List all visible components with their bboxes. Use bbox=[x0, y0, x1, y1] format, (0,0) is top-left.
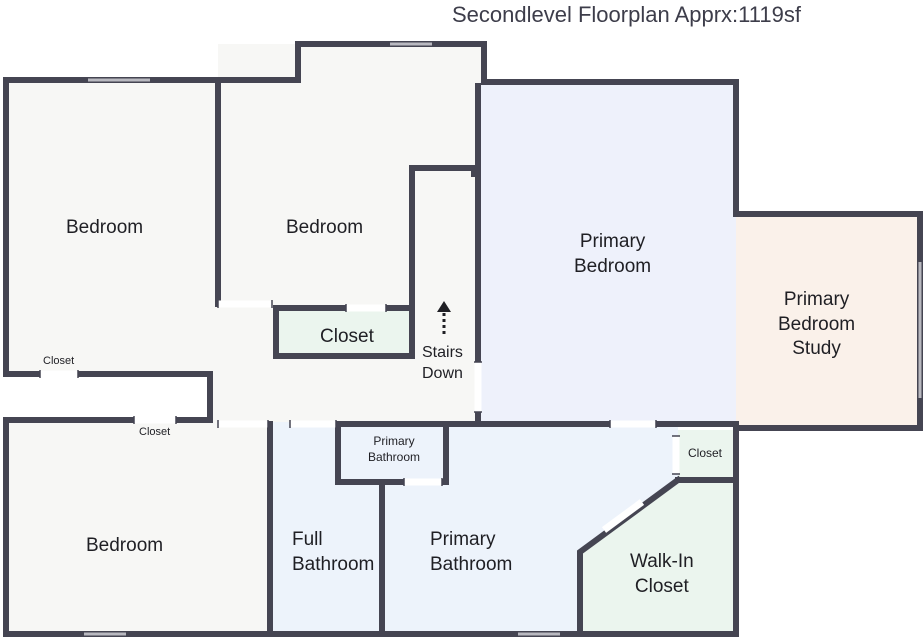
windows bbox=[84, 42, 922, 636]
bedroom-left-label: Bedroom bbox=[66, 217, 144, 238]
primary-bathroom-small-area bbox=[340, 426, 446, 482]
closet-middle-area bbox=[278, 310, 410, 356]
closet-hall-label: Closet bbox=[139, 426, 171, 438]
primary-bedroom-area bbox=[480, 82, 736, 422]
room-fills bbox=[4, 44, 918, 634]
bedroom-bottom-label: Bedroom bbox=[86, 535, 164, 556]
floorplan-title: Secondlevel Floorplan Apprx:1119sf bbox=[452, 2, 801, 27]
closet-left-label: Closet bbox=[43, 355, 75, 367]
stairs-label: Stairs Down bbox=[422, 344, 463, 382]
door-openings bbox=[40, 300, 680, 533]
walk-in-closet-area bbox=[580, 482, 734, 632]
full-bathroom-label: Full Bathroom bbox=[292, 529, 375, 575]
bedroom-bottom-area bbox=[4, 420, 270, 634]
primary-bedroom-study-label: Primary Bedroom Study bbox=[778, 289, 856, 360]
closet-right-label: Closet bbox=[688, 446, 723, 460]
primary-bedroom-label: Primary Bedroom bbox=[574, 231, 652, 277]
closet-right-area bbox=[678, 430, 734, 478]
interior-walls bbox=[267, 83, 739, 637]
dotted-up-arrow-icon bbox=[437, 301, 451, 334]
walls bbox=[3, 41, 923, 637]
study-area bbox=[736, 216, 918, 426]
closet-middle-label: Closet bbox=[320, 326, 374, 347]
primary-bathroom-small-label: Primary Bathroom bbox=[368, 434, 421, 464]
door-ticks bbox=[39, 300, 680, 486]
primary-bathroom-label: Primary Bathroom bbox=[430, 529, 513, 575]
bedroom-middle-label: Bedroom bbox=[286, 217, 364, 238]
walk-in-closet-label: Walk-In Closet bbox=[630, 551, 694, 597]
bedroom-middle-area bbox=[218, 44, 482, 310]
bedroom-left-area bbox=[8, 82, 218, 374]
